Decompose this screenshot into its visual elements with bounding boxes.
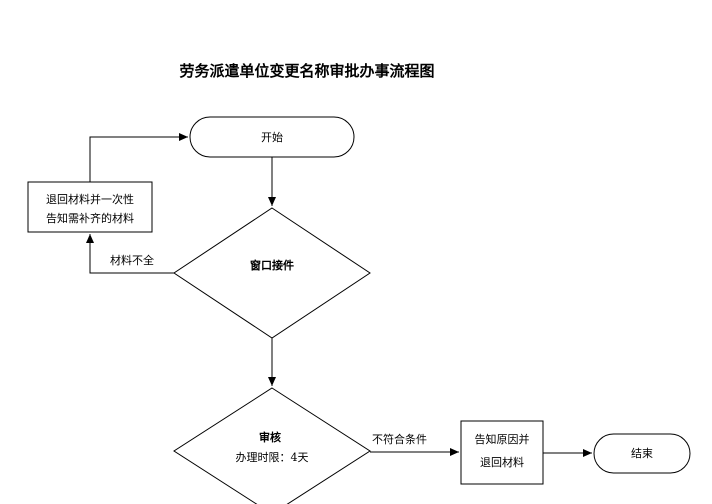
end-label: 结束 (631, 447, 653, 460)
window-node (173, 207, 371, 339)
edge-label-not-qualified: 不符合条件 (372, 432, 427, 446)
inform-node (460, 420, 544, 485)
page-title: 劳务派遣单位变更名称审批办事流程图 (179, 62, 434, 80)
edge-label-incomplete: 材料不全 (110, 253, 154, 267)
review-time-limit: 办理时限：4天 (236, 451, 309, 464)
return-label-line2: 告知需补齐的材料 (46, 211, 134, 225)
review-label: 审核 (259, 430, 281, 444)
edge-window-to-return (86, 234, 174, 274)
inform-label-line1: 告知原因并 (475, 432, 530, 446)
end-node (593, 433, 691, 474)
start-label: 开始 (261, 130, 283, 144)
return-node (27, 181, 153, 233)
return-label-line1: 退回材料并一次性 (46, 192, 134, 206)
window-label: 窗口接件 (250, 258, 294, 272)
review-node (173, 387, 371, 504)
inform-label-line2: 退回材料 (480, 455, 524, 469)
edge-return-to-start (89, 133, 188, 182)
